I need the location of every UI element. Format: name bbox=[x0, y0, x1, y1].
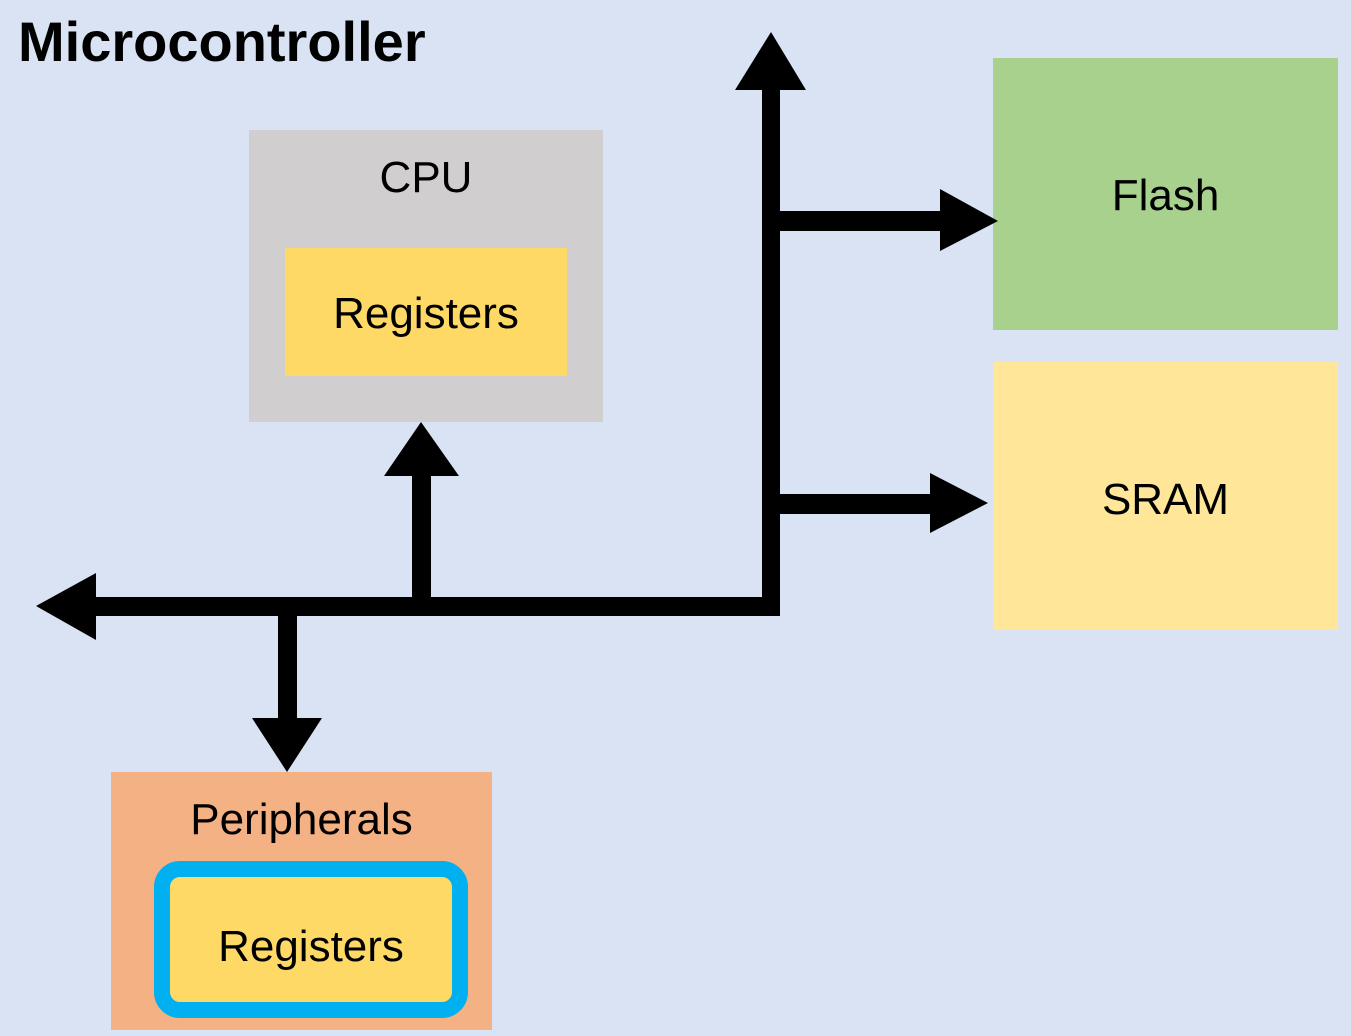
bus-main-horizontal bbox=[88, 597, 780, 616]
bus-sram-arrowhead bbox=[930, 473, 988, 533]
flash-label: Flash bbox=[1111, 171, 1220, 220]
bus-top-arrowhead bbox=[735, 32, 806, 90]
bus-flash-arrowhead bbox=[940, 189, 998, 251]
bus-left-arrowhead bbox=[36, 573, 96, 640]
bus-peripherals-arrowhead bbox=[252, 718, 322, 772]
sram-block: SRAM bbox=[993, 362, 1338, 630]
bus-cpu-branch bbox=[412, 468, 431, 599]
cpu-registers-label: Registers bbox=[333, 289, 519, 338]
peripherals-label: Peripherals bbox=[190, 795, 413, 844]
bus-cpu-arrowhead bbox=[384, 422, 459, 476]
bus-flash-branch bbox=[780, 211, 950, 231]
peripherals-registers-block: Registers bbox=[154, 861, 468, 1018]
bus-sram-branch bbox=[780, 494, 940, 514]
peripherals-registers-label: Registers bbox=[218, 922, 404, 971]
flash-block: Flash bbox=[993, 58, 1338, 330]
diagram-title: Microcontroller bbox=[18, 10, 426, 73]
cpu-registers-block: Registers bbox=[285, 248, 567, 376]
cpu-label: CPU bbox=[379, 153, 473, 202]
bus-peripherals-branch bbox=[278, 614, 297, 726]
sram-label: SRAM bbox=[1101, 475, 1230, 524]
bus-vertical-trunk bbox=[762, 82, 780, 616]
